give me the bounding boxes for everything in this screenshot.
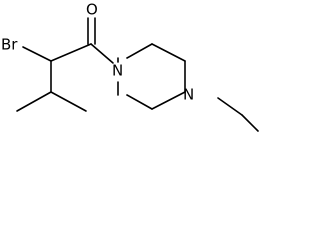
alpha-to-bromine-bond	[22, 46, 52, 62]
carbonyl-to-alpha-bond	[50, 43, 92, 62]
ring-bond-2	[151, 43, 186, 62]
ring-bond-1	[126, 43, 153, 59]
nitrogen-to-ethyl-ch2-bond	[217, 97, 243, 116]
bromine-label: Br	[1, 36, 18, 54]
ch-to-methyl-right-bond	[50, 91, 87, 112]
ring-bond-4	[151, 91, 186, 110]
ring-bond-5	[126, 94, 153, 110]
oxygen-label: O	[86, 1, 98, 19]
amine-nitrogen-label: N	[183, 86, 194, 104]
molecule-structure: O Br N N	[0, 0, 260, 132]
carbonyl-to-nitrogen-bond	[90, 43, 114, 64]
ch-to-methyl-left-bond	[16, 91, 52, 112]
amide-nitrogen-label: N	[112, 62, 123, 80]
ethyl-ch2-to-ch3-bond	[241, 114, 259, 132]
